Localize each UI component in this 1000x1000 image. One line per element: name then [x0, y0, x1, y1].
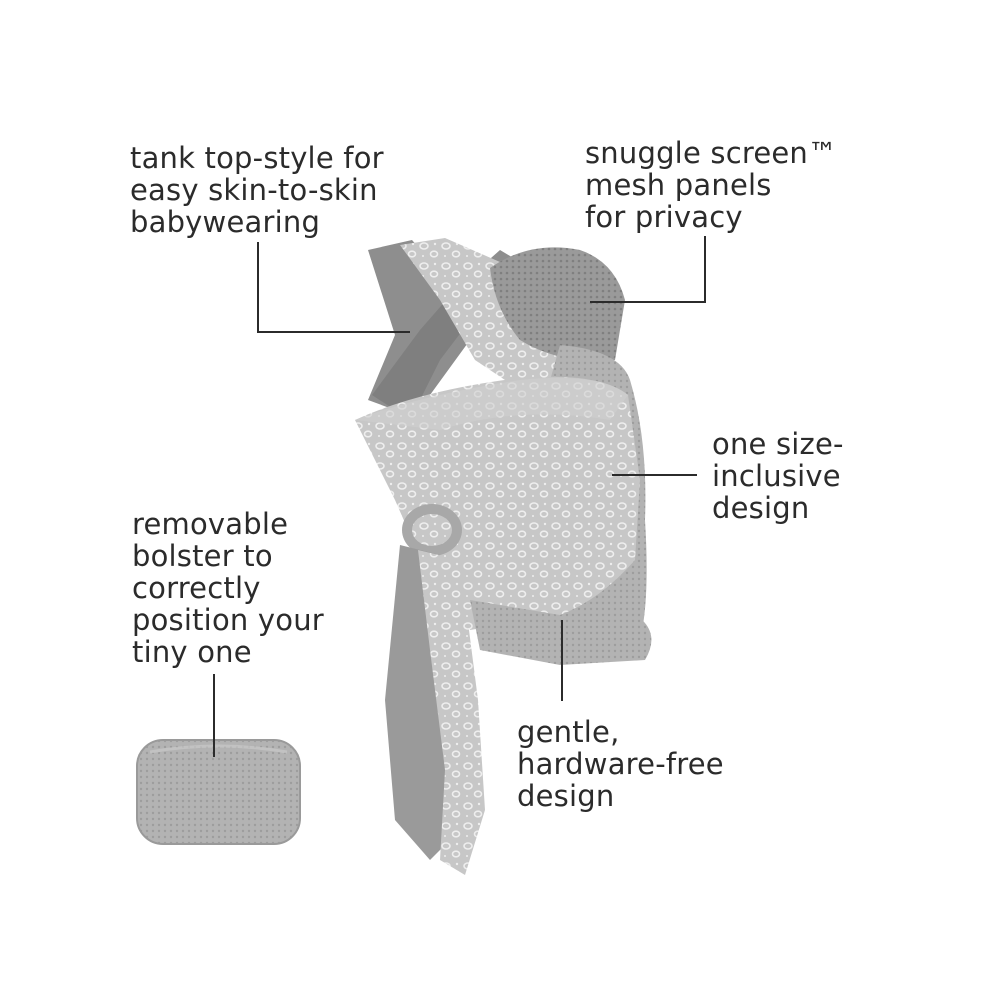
- leader-line-snuggle-screen: [590, 236, 706, 303]
- carrier-shoulder-strap: [400, 238, 590, 390]
- bolster-pillow: [136, 739, 301, 845]
- mesh-head-panel: [490, 247, 625, 361]
- callout-tank-top: tank top-style for easy skin-to-skin bab…: [130, 141, 384, 239]
- callout-hardware-free: gentle, hardware-free design: [517, 715, 724, 813]
- carrier-seat-mesh: [470, 600, 652, 665]
- carrier-tail-print: [418, 550, 485, 875]
- leader-line-tank-top: [257, 242, 410, 333]
- callout-one-size: one size- inclusive design: [712, 427, 844, 525]
- callout-snuggle-screen: snuggle screen™ mesh panels for privacy: [585, 136, 838, 234]
- carrier-x-strap: [372, 290, 478, 420]
- callout-bolster: removable bolster to correctly position …: [132, 507, 324, 669]
